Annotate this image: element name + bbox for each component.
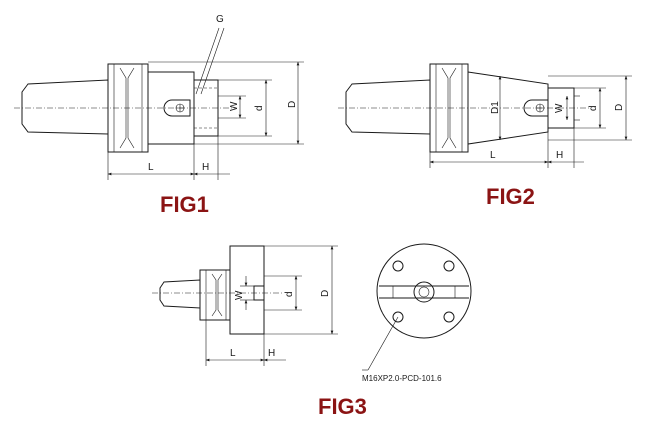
fig1-title: FIG1 — [160, 192, 209, 217]
fig1-taper-shank — [21, 79, 109, 135]
fig3-front-view: M16XP2.0-PCD-101.6 FIG3 — [318, 243, 472, 419]
fig2-label-h: H — [556, 150, 563, 161]
fig3-label-h: H — [268, 348, 275, 359]
fig3-bolt-note: M16XP2.0-PCD-101.6 — [362, 374, 442, 383]
fig1-label-h: H — [202, 162, 209, 173]
fig2-title: FIG2 — [486, 184, 535, 209]
fig3-center-bore-inner — [418, 286, 430, 298]
fig3-bolt-leader — [367, 316, 399, 371]
fig1-label-w: W — [229, 101, 240, 111]
fig3-bolt-hole-top-right — [443, 260, 455, 272]
fig3-center-bore — [413, 281, 435, 303]
fig2-label-l: L — [490, 150, 496, 161]
fig3-slot-steps — [392, 286, 456, 298]
fig1-g-leader — [195, 27, 220, 95]
fig1-label-g: G — [216, 14, 224, 25]
fig2-label-d1: D1 — [490, 101, 501, 114]
fig2-set-screw — [523, 99, 549, 117]
fig3-label-w: W — [234, 290, 245, 300]
fig3-bolt-hole-bottom-left — [392, 311, 404, 323]
fig3-title: FIG3 — [318, 394, 367, 419]
fig3-drive-slot-fill — [378, 286, 470, 298]
fig3-label-l: L — [230, 348, 236, 359]
fig3-flange — [199, 269, 231, 321]
fig1-g-leader-2 — [200, 27, 225, 95]
fig3-drive-slot — [379, 285, 469, 299]
fig3-label-d: d — [284, 291, 295, 297]
fig1-drawing: G W d D L H FIG1 — [14, 14, 304, 217]
fig2-drawing: D1 W d D L H FIG2 — [338, 63, 632, 209]
fig3-label-D: D — [320, 290, 331, 297]
fig2-label-d: d — [588, 105, 599, 111]
fig3-flange-groove — [205, 270, 227, 320]
fig3-side-view: W d D L H — [152, 245, 338, 366]
fig1-label-D: D — [287, 101, 298, 108]
fig1-set-screw — [163, 99, 191, 117]
fig3-taper-shank — [159, 279, 201, 309]
fig1-bore-hidden-lines — [194, 87, 218, 129]
fig2-label-w: W — [554, 103, 565, 113]
fig3-bolt-hole-top-left — [392, 260, 404, 272]
fig2-label-D: D — [614, 104, 625, 111]
fig3-bolt-hole-bottom-right — [443, 311, 455, 323]
fig2-taper-shank — [345, 79, 431, 135]
fig1-label-d: d — [254, 105, 265, 111]
fig1-label-l: L — [148, 162, 154, 173]
